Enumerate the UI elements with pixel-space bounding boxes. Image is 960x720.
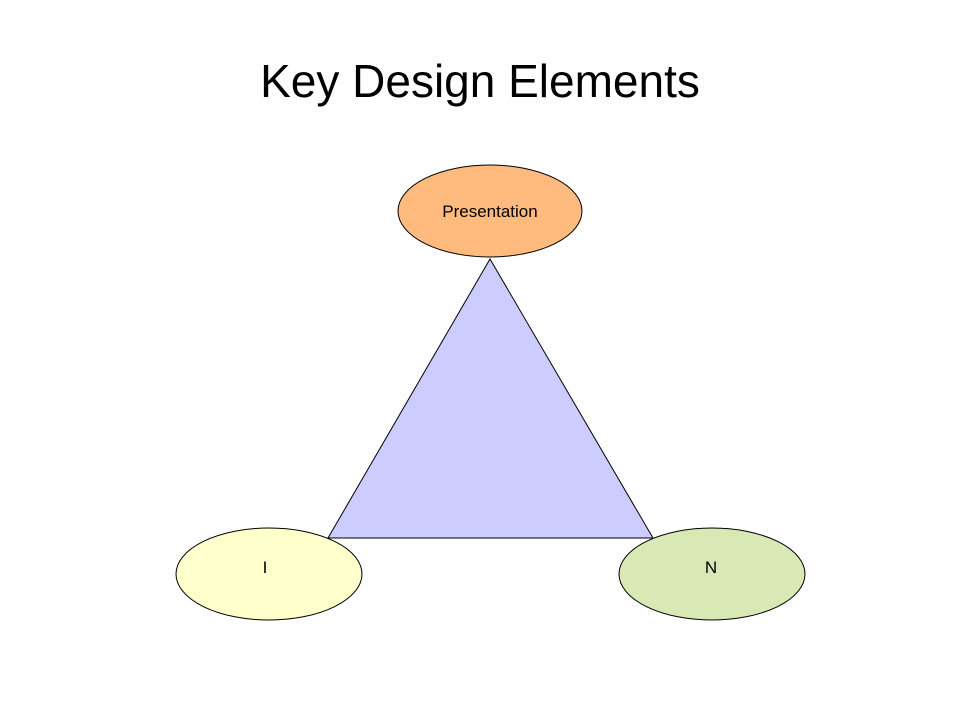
node-presentation-label: Presentation [442,202,537,221]
slide-title: Key Design Elements [260,55,700,107]
node-i-shape [175,527,363,621]
node-i: I [175,527,363,621]
node-n-shape [618,527,806,621]
node-presentation-shape [397,164,583,258]
node-n: N [618,527,806,621]
node-i-label: I [263,558,268,577]
node-presentation: Presentation [397,164,583,258]
center-triangle [327,258,654,539]
node-n-label: N [705,558,717,577]
